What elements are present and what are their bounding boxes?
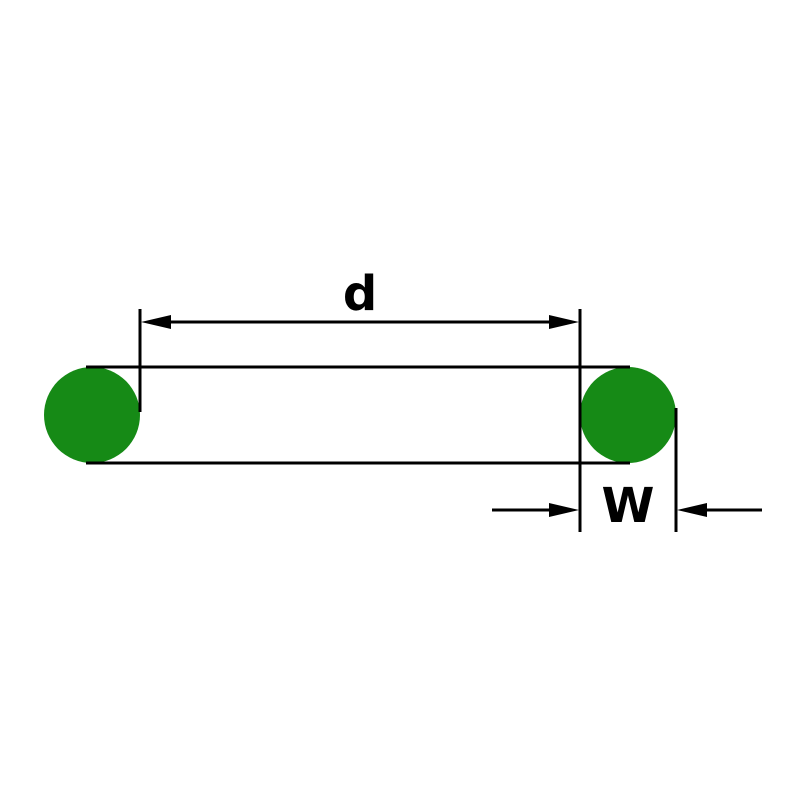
w-dimension-label: W xyxy=(602,478,655,534)
o-ring-cross-section-right xyxy=(580,367,676,463)
o-ring-cross-section-left xyxy=(44,367,140,463)
d-arrowhead-left-icon xyxy=(141,315,171,329)
w-arrowhead-left-icon xyxy=(549,503,579,517)
d-dimension-label: d xyxy=(343,266,377,322)
d-arrowhead-right-icon xyxy=(549,315,579,329)
w-arrowhead-right-icon xyxy=(677,503,707,517)
